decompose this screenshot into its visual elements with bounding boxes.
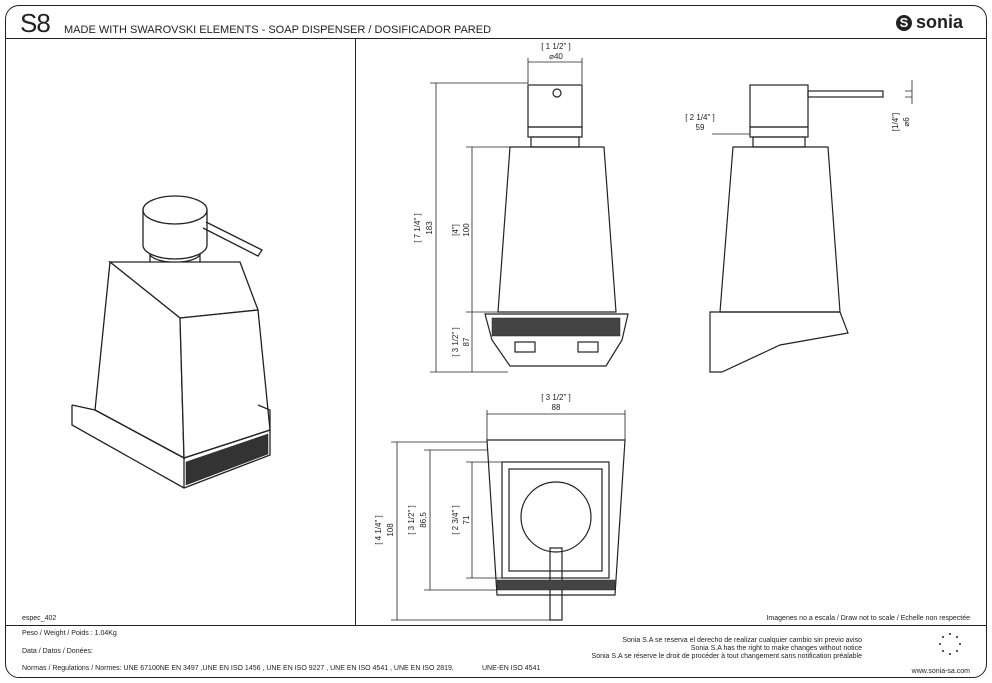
product-title: MADE WITH SWAROVSKI ELEMENTS - SOAP DISP… <box>64 24 492 36</box>
weight: Peso / Weight / Poids : 1.04Kg <box>22 630 117 637</box>
sheet-frame <box>5 5 987 678</box>
dim-base-height-in: [ 3 1/2" ] <box>451 327 460 357</box>
front-view <box>484 84 629 367</box>
dim-top-width-in: [ 1 1/2" ] <box>541 42 571 51</box>
dim-body-height-mm: 100 <box>462 223 471 237</box>
notice-fr: Sonia S.A se réserve le droit de procéde… <box>591 653 862 660</box>
dim-plan-depth-in: [ 4 1/4" ] <box>374 515 383 545</box>
model-name: S8 <box>20 8 51 38</box>
notice-es: Sonia S.A se reserva el derecho de reali… <box>622 637 862 644</box>
dim-plan-depth-mm: 108 <box>386 523 395 537</box>
dim-plan-depth2-in: [ 3 1/2" ] <box>407 505 416 535</box>
dim-base-height-mm: 87 <box>462 337 471 346</box>
dim-plan-width-mm: 88 <box>552 403 561 412</box>
brand-logo: S sonia <box>896 12 963 33</box>
dim-plan-depth2-mm: 86,5 <box>419 512 428 528</box>
header-divider <box>6 38 986 39</box>
date: Data / Datos / Donées: <box>22 648 93 655</box>
dim-spout-mm: 59 <box>696 123 705 132</box>
dim-spout-dia-mm: ⌀6 <box>902 117 911 127</box>
notice-en: Sonia S.A has the right to make changes … <box>690 645 862 652</box>
dimension-lines <box>391 58 913 621</box>
dim-plan-width-in: [ 3 1/2" ] <box>541 393 571 402</box>
spec-code: espec_402 <box>22 615 57 622</box>
dim-spout-dia-in: [1/4"] <box>891 113 900 131</box>
scale-note: Imagenes no a escala / Draw not to scale… <box>766 615 970 622</box>
dim-plan-inner-in: [ 2 3/4" ] <box>451 505 460 535</box>
isometric-view <box>71 195 271 489</box>
website: www.sonia-sa.com <box>911 668 970 675</box>
dim-total-height-mm: 183 <box>425 221 434 235</box>
side-view <box>709 84 884 373</box>
dim-plan-inner-mm: 71 <box>462 515 471 524</box>
sonia-logo-icon: S <box>896 14 912 31</box>
dim-body-height-in: [4"] <box>451 224 460 236</box>
certification-icon <box>939 633 961 655</box>
footer-divider <box>6 625 986 626</box>
panel-divider <box>355 38 356 625</box>
norms: Normas / Regulations / Normes: UNE 67100… <box>22 665 454 672</box>
dim-total-height-in: [ 7 1/4" ] <box>413 213 422 243</box>
dim-spout-in: [ 2 1/4" ] <box>685 113 715 122</box>
dim-top-width-mm: ⌀40 <box>549 52 563 61</box>
norms-extra: UNE-EN ISO 4541 <box>482 665 541 672</box>
plan-view <box>486 439 626 621</box>
